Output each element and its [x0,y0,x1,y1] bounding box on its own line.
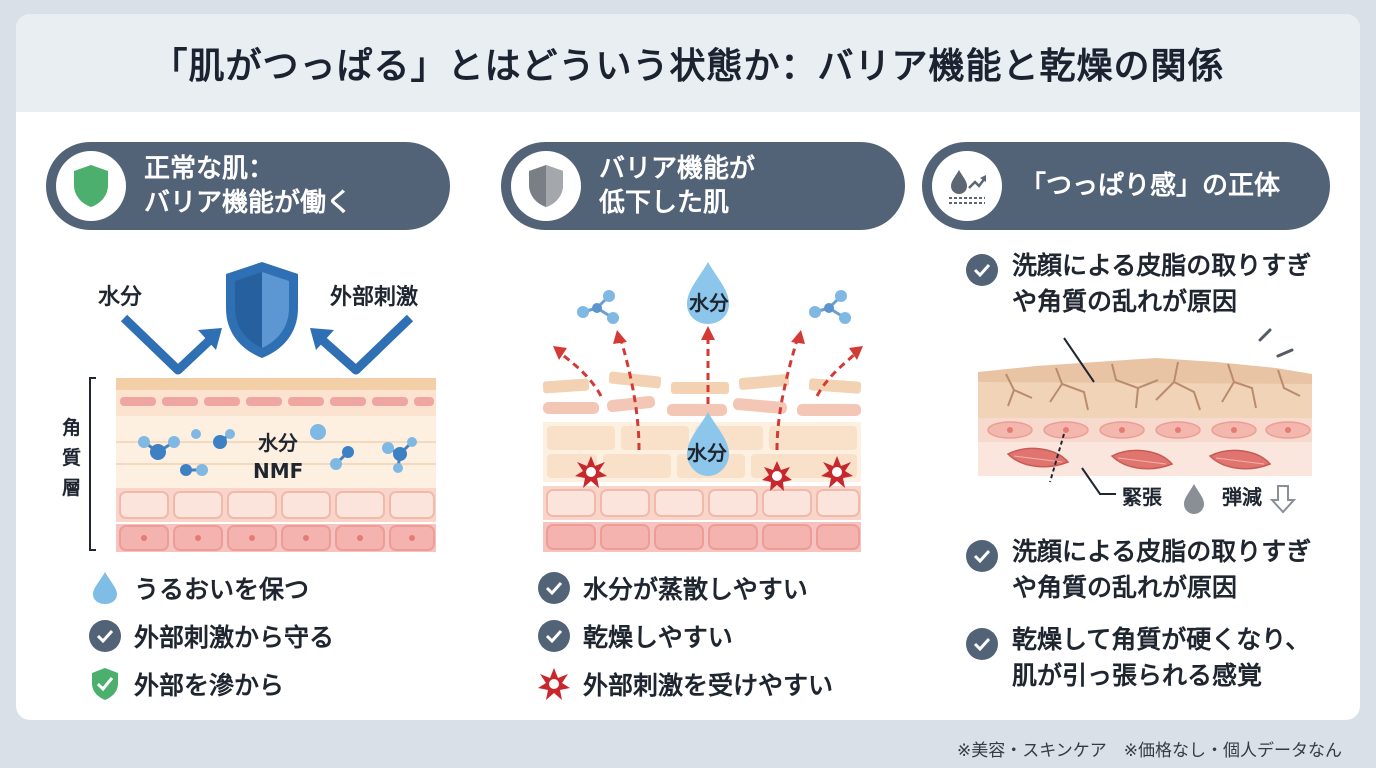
water-drop-mid-icon [687,412,729,476]
check-icon [966,540,998,572]
normal-item-1: うるおいを保つ [134,575,310,604]
list-item: 洗顔による皮脂の取りすぎ や角質の乱れが原因 [966,248,1311,320]
stimulus-burst-icon [537,667,571,701]
title-bar: 「肌がつっぱる」とはどういう状態か：バリア機能と乾燥の関係 [16,14,1360,112]
infographic-frame: 「肌がつっぱる」とはどういう状態か：バリア機能と乾燥の関係 正常な肌： バリア機… [16,14,1360,720]
list-item: 洗顔による皮脂の取りすぎ や角質の乱れが原因 [966,534,1311,606]
layer-label-2: 質 [62,446,81,469]
label-water-mid: 水分 [687,441,727,465]
page-title: 「肌がつっぱる」とはどういう状態か：バリア機能と乾燥の関係 [151,46,1225,87]
evaporation-arrows [558,338,859,451]
layer-label-3: 層 [62,477,81,499]
list-item: 水分が蒸散しやすい [537,564,833,612]
list-item: 乾燥しやすい [537,612,833,660]
water-arrow-icon [120,314,222,375]
header-damaged-line1: バリア機能が [599,154,756,184]
cause-item-3-line2: 肌が引っ張られる感覚 [1012,661,1263,690]
check-icon [537,619,571,653]
damaged-skin-list: 水分が蒸散しやすい 乾燥しやすい 外部刺激を受けやすい [537,564,833,708]
header-normal-line2: バリア機能が働く [144,188,353,218]
gray-shield-badge [511,151,581,221]
check-icon [88,619,122,653]
dry-skin-icon [949,170,986,204]
skin-layers-normal [116,378,436,552]
normal-skin-illustration: 水分 外部刺激 角 質 層 [62,262,436,552]
label-water-top: 水分 [689,291,729,315]
down-arrow-icon [1269,485,1297,514]
check-icon [966,254,998,286]
header-normal-skin: 正常な肌： バリア機能が働く [46,142,450,230]
broken-shield-icon [529,165,563,207]
list-item: 乾燥して角質が硬くなり、 肌が引っ張られる感覚 [966,622,1310,694]
list-item: 外部刺激から守る [88,612,334,660]
cause-item-2-line2: や角質の乱れが原因 [1012,573,1238,602]
label-elastic-loss: 弾減 [1222,485,1262,509]
label-tension: 緊張 [1122,485,1163,509]
stimulus-burst-icons [575,456,853,491]
header-cause-text: 「つっぱり感」の正体 [1020,171,1281,201]
check-icon [537,571,571,605]
cause-item-1-line1: 洗顔による皮脂の取りすぎ [1012,251,1312,280]
label-water: 水分 [98,285,142,310]
water-drop-top-icon [687,262,729,324]
water-drop-icon [88,571,122,605]
label-water-inner: 水分 [258,431,298,455]
header-tightness-cause: 「つっぱり感」の正体 [922,142,1330,230]
blue-shield-icon [226,262,298,358]
cause-item-2-line1: 洗顔による皮脂の取りすぎ [1012,537,1312,566]
stimulus-arrow-icon [310,314,414,375]
damaged-item-3: 外部刺激を受けやすい [583,671,834,700]
normal-skin-list: うるおいを保つ 外部刺激から守る 外部を滲から [88,564,334,708]
column-damaged-skin: バリア機能が 低下した肌 水分 [471,112,916,720]
layer-label-1: 角 [62,416,81,439]
check-icon [966,628,998,660]
tense-muscle-icons [1006,447,1272,470]
label-external-stimulus: 外部刺激 [330,284,418,310]
header-normal-line1: 正常な肌： [144,154,275,184]
shield-icon [74,165,108,207]
damaged-skin-illustration: 水分 [542,262,863,552]
damaged-item-1: 水分が蒸散しやすい [583,575,808,604]
list-item: 外部刺激を受けやすい [537,660,833,708]
normal-item-2: 外部刺激から守る [134,623,335,652]
cause-item-1-line2: や角質の乱れが原因 [1012,287,1238,316]
tight-skin-illustration: 緊張 弾減 [978,328,1312,514]
damaged-item-2: 乾燥しやすい [583,623,733,652]
cracked-stratum [978,337,1312,418]
list-item: 外部を滲から [88,660,334,708]
header-damaged-skin: バリア機能が 低下した肌 [501,142,905,230]
list-item: うるおいを保つ [88,564,334,612]
drop-icon [1184,484,1204,514]
shield-check-icon [88,667,122,701]
column-normal-skin: 正常な肌： バリア機能が働く 水分 外部刺激 [16,112,471,720]
normal-item-3: 外部を滲から [134,671,285,700]
label-nmf: NMF [253,459,303,483]
cause-item-3-line1: 乾燥して角質が硬くなり、 [1012,625,1311,654]
dry-skin-badge [932,151,1002,221]
header-damaged-line2: 低下した肌 [599,188,730,218]
column-tightness-cause: 「つっぱり感」の正体 洗顔による皮脂の取りすぎ や角質の乱れが原因 [916,112,1360,720]
green-shield-badge [56,151,126,221]
footer-note: ※美容・スキンケア ※価格なし・個人データなん [957,741,1342,761]
